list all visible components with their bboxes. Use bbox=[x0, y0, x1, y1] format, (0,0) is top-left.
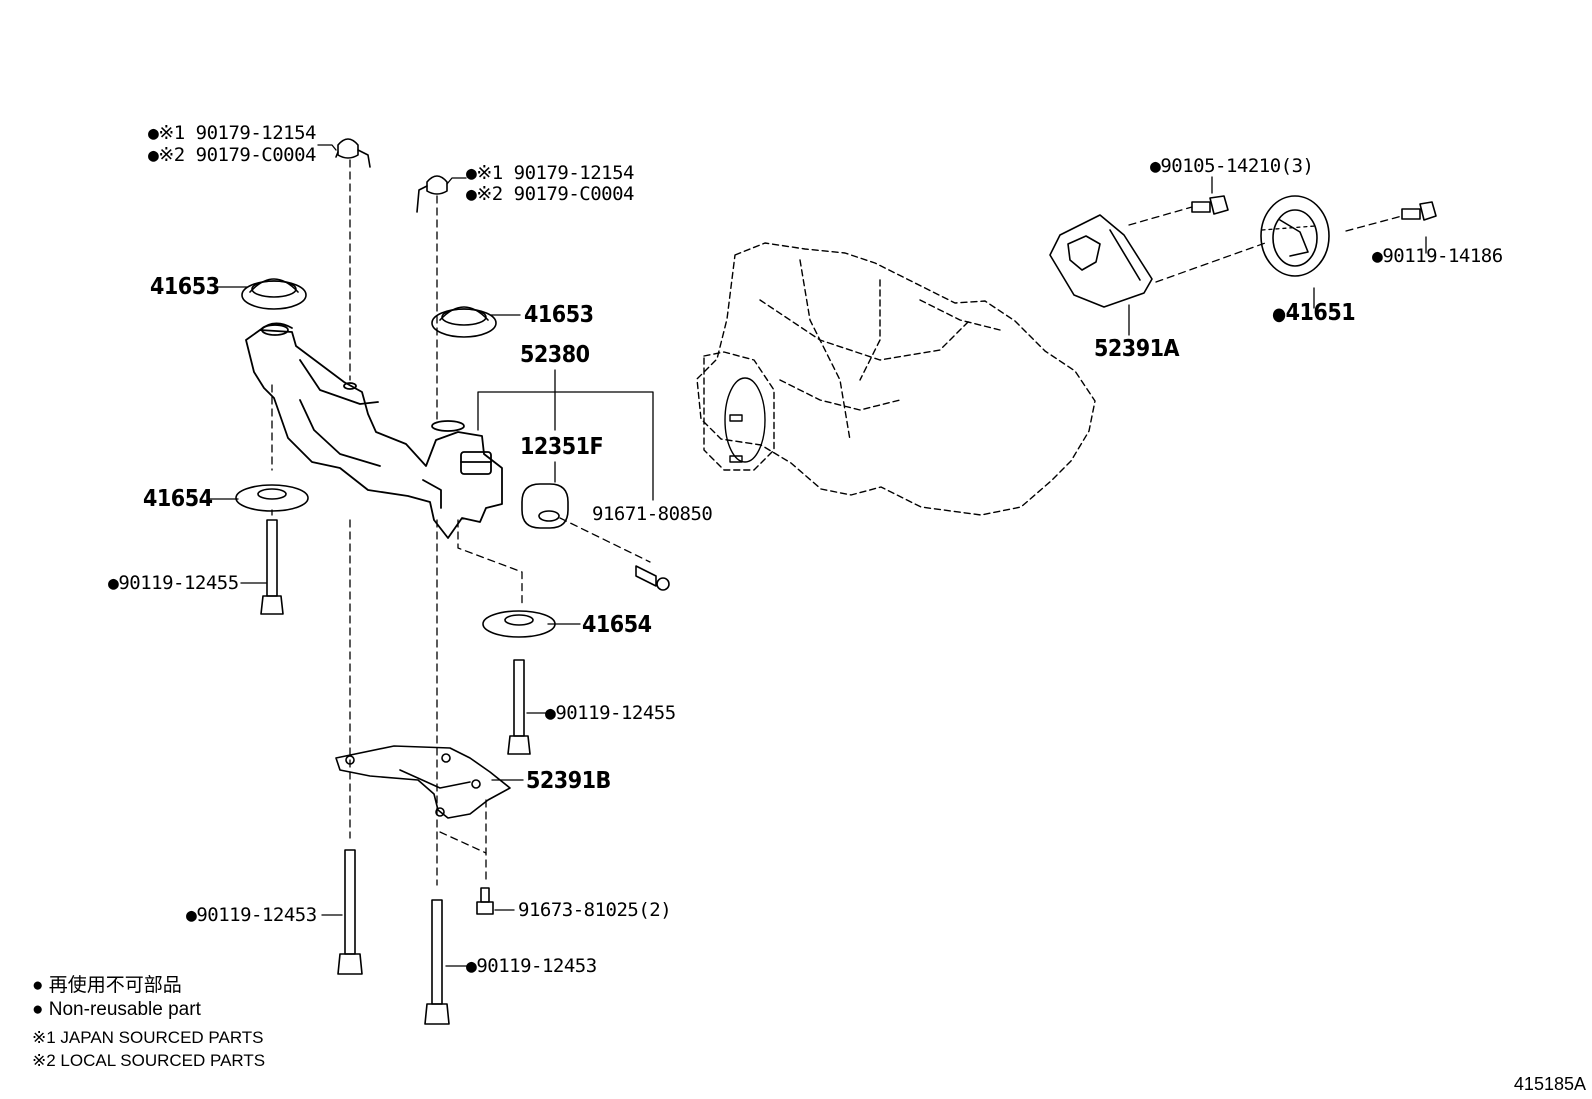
leader-lines bbox=[207, 144, 1427, 967]
callout-clip-left-line2: ●※2 90179-C0004 bbox=[148, 144, 316, 167]
legend-japan-sourced: ※1 JAPAN SOURCED PARTS bbox=[32, 1028, 264, 1047]
bolt-90119-12453-mid bbox=[424, 899, 450, 1025]
mount-part-number: 41651 bbox=[1285, 300, 1356, 326]
transmission-outline bbox=[696, 242, 1096, 516]
non-reusable-bullet-icon: ● bbox=[148, 123, 159, 144]
legend-english-text: Non-reusable part bbox=[48, 999, 201, 1020]
bolt-91671-80850 bbox=[635, 565, 670, 591]
callout-91671-80850: 91671-80850 bbox=[592, 503, 713, 525]
insulator-41654-left bbox=[235, 484, 309, 512]
non-reusable-bullet-icon: ● bbox=[148, 145, 159, 166]
legend-line-english: ● Non-reusable part bbox=[32, 999, 201, 1021]
non-reusable-bullet-icon: ● bbox=[1150, 156, 1161, 177]
clip-mid-part-number-1: ※1 90179-12154 bbox=[476, 162, 634, 184]
bolt-part-number: 90119-14186 bbox=[1382, 245, 1503, 267]
bolt-part-number: 90119-12455 bbox=[118, 572, 239, 594]
callout-clip-mid-line2: ●※2 90179-C0004 bbox=[466, 183, 634, 206]
non-reusable-bullet-icon: ● bbox=[466, 163, 477, 184]
non-reusable-bullet-icon: ● bbox=[466, 956, 477, 977]
figure-id: 415185A bbox=[1513, 1074, 1586, 1094]
clip-left-part-number-2: ※2 90179-C0004 bbox=[158, 144, 316, 166]
callout-90105-14210: ●90105-14210(3) bbox=[1150, 155, 1314, 178]
non-reusable-bullet-icon: ● bbox=[466, 184, 477, 205]
insulator-41653-left bbox=[241, 278, 307, 310]
legend-japanese-text: 再使用不可部品 bbox=[48, 975, 182, 996]
engine-mount-41651 bbox=[1260, 195, 1330, 277]
bolt-91673-81025 bbox=[476, 887, 494, 915]
callout-12351F: 12351F bbox=[520, 434, 604, 460]
bolt-90119-12455-left bbox=[260, 519, 284, 615]
clip-mid-part-number-2: ※2 90179-C0004 bbox=[476, 183, 634, 205]
callout-52391A: 52391A bbox=[1094, 336, 1180, 362]
cushion-12351F bbox=[521, 483, 569, 529]
callout-41653-mid: 41653 bbox=[524, 302, 594, 328]
non-reusable-bullet-icon: ● bbox=[32, 999, 44, 1020]
callout-41654-mid: 41654 bbox=[582, 612, 652, 638]
clip-part-left bbox=[335, 138, 371, 168]
bolt-part-number: 90105-14210(3) bbox=[1160, 155, 1314, 177]
non-reusable-bullet-icon: ● bbox=[186, 905, 197, 926]
callout-52391B: 52391B bbox=[526, 768, 611, 794]
callout-90119-12453-left: ●90119-12453 bbox=[186, 904, 317, 927]
transmission-flange bbox=[724, 377, 766, 463]
non-reusable-bullet-icon: ● bbox=[1272, 304, 1286, 325]
callout-90119-14186: ●90119-14186 bbox=[1372, 245, 1503, 268]
insulator-41653-mid bbox=[431, 306, 497, 338]
bolt-part-number: 90119-12455 bbox=[555, 702, 676, 724]
bolt-part-number: 90119-12453 bbox=[476, 955, 597, 977]
non-reusable-bullet-icon: ● bbox=[545, 703, 556, 724]
callout-41651: ●41651 bbox=[1272, 300, 1356, 328]
callout-90119-12455-left: ●90119-12455 bbox=[108, 572, 239, 595]
clip-left-part-number-1: ※1 90179-12154 bbox=[158, 122, 316, 144]
non-reusable-bullet-icon: ● bbox=[108, 573, 119, 594]
bracket-52391B bbox=[335, 745, 511, 819]
engine-mount-assembly-52380 bbox=[245, 322, 503, 539]
insulator-41654-mid bbox=[482, 610, 556, 638]
bolt-90119-12455-mid bbox=[507, 659, 531, 755]
non-reusable-bullet-icon: ● bbox=[1372, 246, 1383, 267]
callout-52380: 52380 bbox=[520, 342, 590, 368]
legend-line-japanese: ● 再使用不可部品 bbox=[32, 975, 182, 997]
non-reusable-bullet-icon: ● bbox=[32, 975, 44, 996]
bolt-part-number: 90119-12453 bbox=[196, 904, 317, 926]
clip-part-mid bbox=[416, 175, 448, 213]
bolt-90105-14210 bbox=[1191, 195, 1229, 215]
callout-41654-left: 41654 bbox=[143, 486, 213, 512]
bracket-52391A bbox=[1049, 214, 1153, 308]
bolt-90119-14186 bbox=[1401, 201, 1437, 221]
legend-local-sourced: ※2 LOCAL SOURCED PARTS bbox=[32, 1051, 266, 1070]
callout-clip-mid-line1: ●※1 90179-12154 bbox=[466, 162, 634, 185]
assembly-dashed-lines bbox=[271, 159, 1403, 886]
callout-41653-left: 41653 bbox=[150, 274, 220, 300]
callout-90119-12453-mid: ●90119-12453 bbox=[466, 955, 597, 978]
bolt-90119-12453-left bbox=[337, 849, 363, 975]
callout-clip-left-line1: ●※1 90179-12154 bbox=[148, 122, 316, 145]
callout-90119-12455-mid: ●90119-12455 bbox=[545, 702, 676, 725]
callout-91673-81025: 91673-81025(2) bbox=[518, 899, 672, 921]
